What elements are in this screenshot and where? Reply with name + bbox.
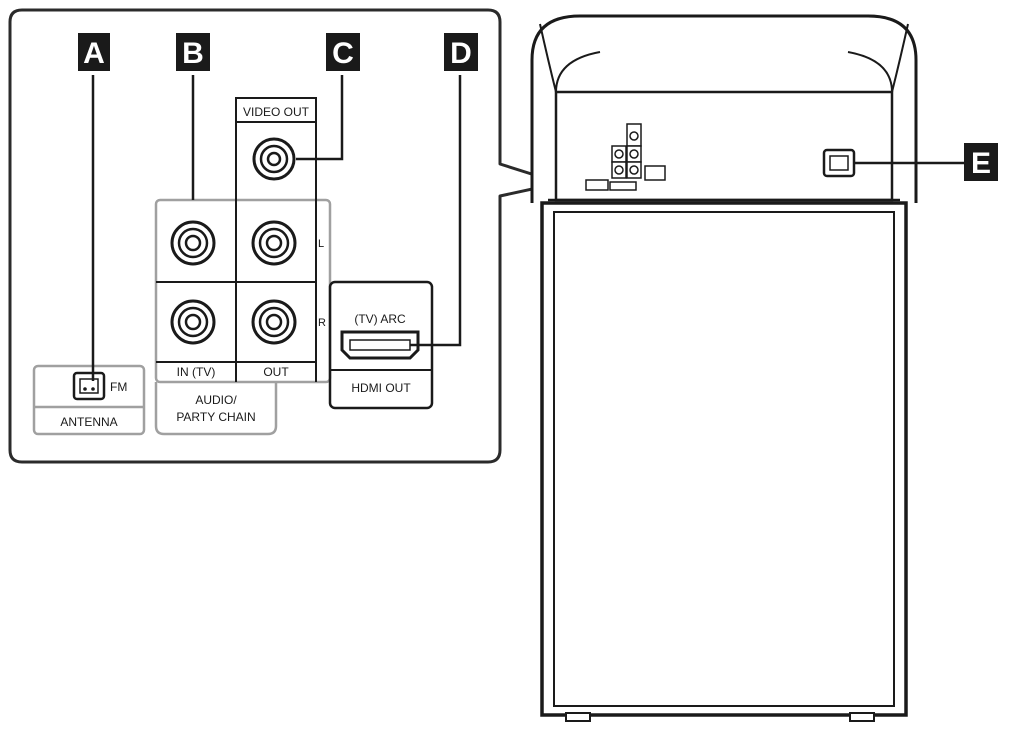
fm-antenna-jack-inner bbox=[79, 378, 99, 394]
callout-b-letter: B bbox=[182, 37, 204, 70]
tv-arc-label: (TV) ARC bbox=[354, 312, 406, 326]
antenna-box bbox=[32, 364, 146, 436]
in-tv-label: IN (TV) bbox=[177, 365, 216, 379]
fm-jack-pin-right bbox=[91, 387, 95, 391]
out-label: OUT bbox=[263, 365, 289, 379]
video-out-label: VIDEO OUT bbox=[243, 105, 310, 119]
audio-in-left-jack[interactable] bbox=[170, 220, 216, 266]
hdmi-out-port[interactable] bbox=[340, 330, 420, 360]
video-out-section: VIDEO OUT bbox=[235, 97, 317, 200]
callout-e: E bbox=[964, 143, 998, 181]
speaker-foot-right bbox=[849, 712, 875, 722]
speaker-foot-left bbox=[565, 712, 591, 722]
fm-jack-pin-left bbox=[83, 387, 87, 391]
rear-panel-detail: FM ANTENNA bbox=[8, 8, 562, 464]
antenna-label: ANTENNA bbox=[60, 415, 117, 429]
speaker-left-pillar bbox=[539, 23, 557, 93]
ac-inlet[interactable] bbox=[822, 148, 856, 178]
speaker-top-arch-right bbox=[847, 51, 893, 93]
leader-lines bbox=[91, 75, 462, 381]
audio-party-chain-section: L R IN (TV) OUT AUDIO/ PARTY CHAIN bbox=[154, 198, 332, 436]
antenna-section: FM ANTENNA bbox=[32, 364, 146, 436]
speaker-right-pillar bbox=[891, 23, 909, 93]
speaker-top-arch-left bbox=[555, 51, 601, 93]
video-out-box bbox=[235, 97, 317, 200]
leader-d bbox=[410, 75, 462, 347]
callout-d-letter: D bbox=[450, 37, 472, 70]
audio-label-line1: AUDIO/ bbox=[195, 393, 237, 407]
leader-c bbox=[296, 75, 344, 161]
fm-antenna-jack[interactable] bbox=[72, 371, 106, 401]
audio-in-right-jack[interactable] bbox=[170, 299, 216, 345]
channel-right-label: R bbox=[318, 317, 326, 329]
video-out-jack[interactable] bbox=[252, 137, 296, 181]
audio-label-line2: PARTY CHAIN bbox=[176, 410, 255, 424]
callout-c-letter: C bbox=[332, 37, 354, 70]
callout-d: D bbox=[444, 33, 478, 71]
audio-label-tab bbox=[154, 382, 278, 436]
speaker-rear-view: E bbox=[530, 14, 998, 722]
mini-connector-cluster bbox=[585, 123, 666, 191]
callout-e-letter: E bbox=[971, 147, 991, 180]
callout-c: C bbox=[326, 33, 360, 71]
callout-a-letter: A bbox=[83, 37, 105, 70]
fm-label: FM bbox=[110, 380, 127, 394]
hdmi-out-label: HDMI OUT bbox=[351, 381, 411, 395]
callout-a: A bbox=[78, 33, 110, 71]
hdmi-section: (TV) ARC HDMI OUT bbox=[328, 280, 434, 410]
audio-out-right-jack[interactable] bbox=[251, 299, 297, 345]
callout-b: B bbox=[176, 33, 210, 71]
speaker-cabinet-inner bbox=[553, 211, 895, 707]
audio-out-left-jack[interactable] bbox=[251, 220, 297, 266]
channel-left-label: L bbox=[318, 238, 324, 250]
